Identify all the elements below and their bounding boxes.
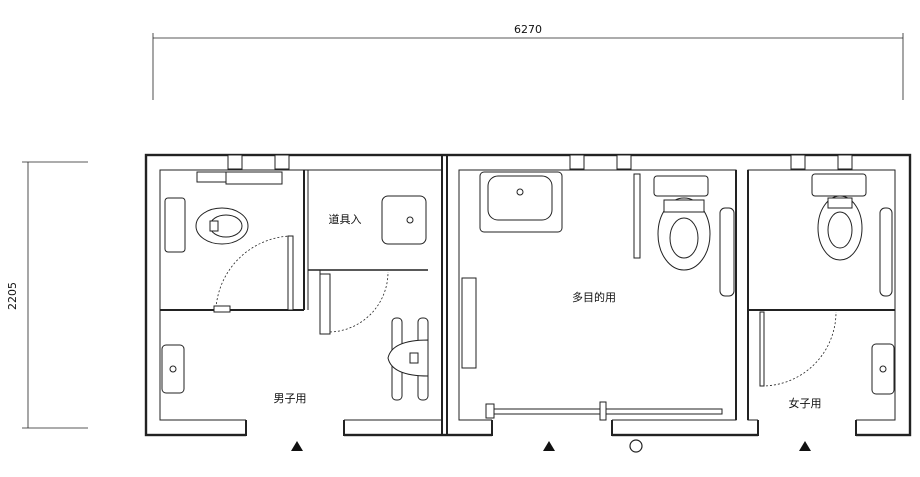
- door-swing: [215, 235, 291, 309]
- sink-icon: [161, 344, 185, 394]
- entrance-arrow-icon: [543, 441, 555, 451]
- vents: [227, 154, 853, 170]
- multipurpose-section: 多目的用: [461, 171, 735, 421]
- room-label-female: 女子用: [789, 396, 822, 410]
- female-section: 女子用: [748, 173, 895, 410]
- wheel-icon: [629, 439, 643, 453]
- toilet-icon: [653, 175, 711, 271]
- entrance-gaps: [245, 419, 857, 437]
- height-dimension: 2205: [6, 161, 88, 429]
- handrail: [461, 277, 477, 369]
- room-label-male: 男子用: [274, 392, 307, 405]
- width-label: 6270: [514, 23, 542, 36]
- room-label-multipurpose: 多目的用: [572, 290, 616, 304]
- toilet-icon: [811, 173, 867, 261]
- sink-icon: [381, 195, 427, 245]
- width-dimension: 6270: [152, 23, 904, 100]
- room-label-storage: 道具入: [329, 212, 362, 226]
- door-swing: [761, 311, 837, 387]
- toilet-icon: [164, 197, 249, 253]
- height-label: 2205: [6, 282, 19, 310]
- grab-bar-icon: [879, 207, 893, 297]
- grab-bar-icon: [719, 207, 735, 297]
- urinal-icon: [387, 317, 429, 401]
- sink-icon: [479, 171, 563, 233]
- entrance-arrow-icon: [291, 441, 303, 451]
- grab-bar-icon: [633, 173, 641, 259]
- male-section: 男子用 道具入: [160, 170, 429, 405]
- entrance-arrow-icon: [799, 441, 811, 451]
- sink-icon: [871, 343, 895, 395]
